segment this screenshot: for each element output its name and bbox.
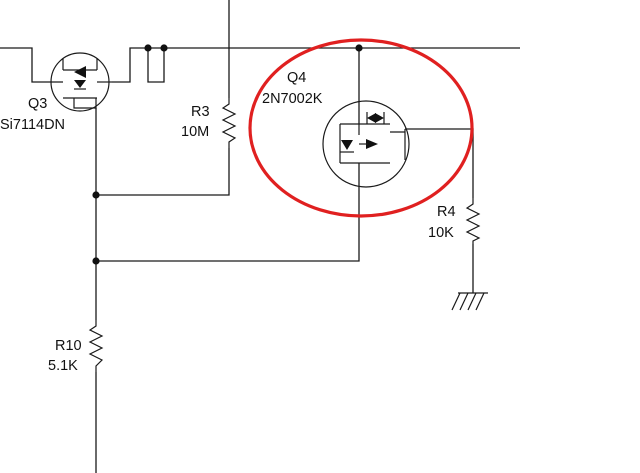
r4-ref-label: R4: [437, 204, 456, 220]
highlight-ellipse: [248, 38, 474, 218]
wire-q4-source: [96, 163, 360, 262]
q3-part-label: Si7114DN: [0, 117, 65, 133]
r10-value-label: 5.1K: [48, 358, 78, 374]
junction-dots: [92, 44, 363, 265]
mosfet-q3-icon: [46, 52, 112, 112]
mosfet-q4-icon: [322, 100, 410, 188]
junction-dot-icon: [355, 44, 363, 52]
resistor-icon: [221, 98, 237, 148]
junction-dot-icon: [92, 191, 100, 199]
r3-value-label: 10M: [181, 124, 209, 140]
wire-r3-bottom: [96, 148, 230, 196]
q3-ref-label: Q3: [28, 96, 47, 112]
r4-value-label: 10K: [428, 225, 454, 241]
wire-q3-input: [0, 47, 46, 83]
wires: [0, 0, 520, 473]
ground-icon: [451, 292, 488, 311]
junction-dot-icon: [160, 44, 168, 52]
wire-q3-output: [112, 47, 148, 83]
resistor-icon: [465, 198, 481, 244]
r10-ref-label: R10: [55, 338, 82, 354]
wire-q3-output-loop: [147, 48, 165, 83]
r3-ref-label: R3: [191, 104, 210, 120]
junction-dot-icon: [144, 44, 152, 52]
resistor-icon: [88, 320, 104, 372]
q4-ref-label: Q4: [287, 70, 306, 86]
q4-part-label: 2N7002K: [262, 91, 323, 107]
junction-dot-icon: [92, 257, 100, 265]
